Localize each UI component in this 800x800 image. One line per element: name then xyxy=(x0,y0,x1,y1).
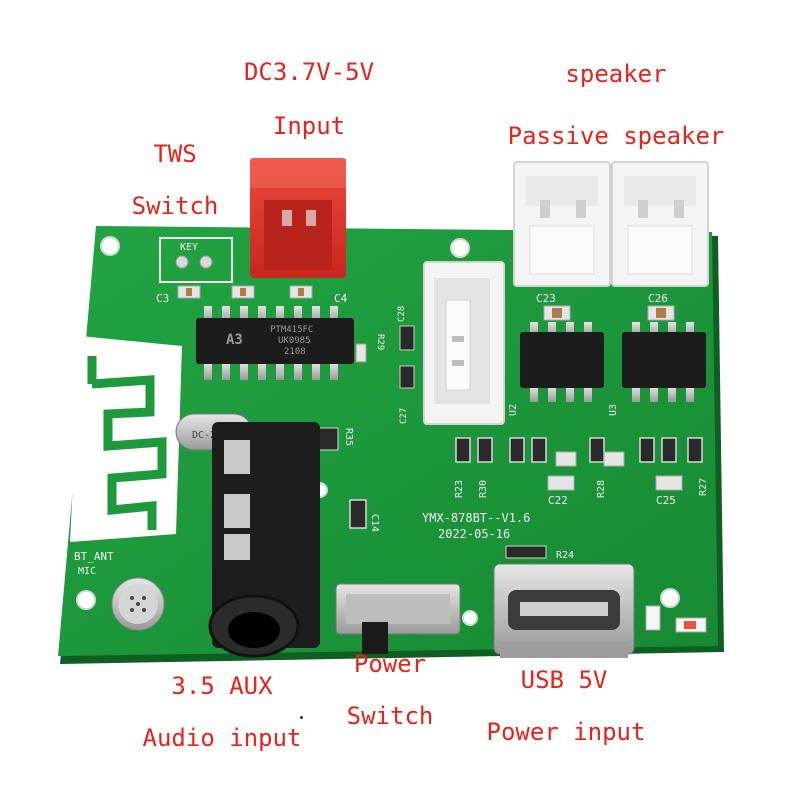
silk-bt-ant: BT_ANT xyxy=(74,550,114,563)
middle-connector xyxy=(423,261,505,425)
amp-chip-u2 xyxy=(520,322,604,402)
main-chip-logo: A3 xyxy=(226,332,243,348)
silk-c27: C27 xyxy=(399,408,409,424)
silk-r24: R24 xyxy=(556,550,574,561)
callout-usb: USB 5V xyxy=(520,666,608,694)
silk-mic: MIC xyxy=(78,566,96,577)
silk-model: YMX-878BT--V1.6 xyxy=(422,511,530,525)
main-chip-line1: PTM415FC xyxy=(270,325,313,335)
silk-r27: R27 xyxy=(698,478,709,496)
silk-date: 2022-05-16 xyxy=(438,527,510,541)
callout-power-switch: Switch xyxy=(346,702,434,730)
silk-c14: C14 xyxy=(369,514,380,532)
silk-key: KEY xyxy=(180,242,198,253)
silk-c23: C23 xyxy=(536,292,556,305)
stray-dot xyxy=(300,716,303,719)
callout-audio-input: Audio input xyxy=(142,724,302,752)
silk-c28: C28 xyxy=(397,306,407,322)
callout-tws: TWS xyxy=(153,140,197,168)
silk-r35: R35 xyxy=(343,428,354,446)
dc-input-connector xyxy=(250,158,346,278)
callout-tws-switch: Switch xyxy=(131,192,219,220)
silk-c4: C4 xyxy=(334,292,348,305)
usb-connector xyxy=(493,563,635,658)
callout-aux: 3.5 AUX xyxy=(171,672,273,700)
power-switch xyxy=(335,583,461,654)
silk-c3: C3 xyxy=(156,292,169,305)
callout-power: Power xyxy=(353,650,427,678)
silk-c26: C26 xyxy=(648,292,668,305)
amp-chip-u3 xyxy=(622,322,706,402)
crystal-label: DC-26M xyxy=(192,430,228,441)
main-chip-line2: UK0985 xyxy=(278,336,311,346)
silk-c22: C22 xyxy=(548,494,568,507)
callout-passive-speaker: Passive speaker xyxy=(507,122,725,150)
callout-dc-input: Input xyxy=(272,112,346,140)
main-chip-line3: 2108 xyxy=(284,347,306,357)
silk-r29: R29 xyxy=(375,334,385,350)
silk-u3: U3 xyxy=(608,404,619,416)
silk-r30: R30 xyxy=(478,480,489,498)
audio-jack xyxy=(208,422,320,658)
silk-r28: R28 xyxy=(596,480,607,498)
callout-speaker: speaker xyxy=(565,60,667,88)
silk-c25: C25 xyxy=(656,494,676,507)
callout-dc-input-voltage: DC3.7V-5V xyxy=(243,58,375,86)
silk-r23: R23 xyxy=(454,480,465,498)
microphone xyxy=(111,577,165,631)
speaker-connector-left xyxy=(513,161,611,287)
main-chip: A3 PTM415FC UK0985 2108 xyxy=(196,306,354,380)
speaker-connector-right xyxy=(611,161,709,287)
silk-u2: U2 xyxy=(508,404,519,416)
bluetooth-antenna xyxy=(70,336,182,542)
callout-power-input: Power input xyxy=(486,718,646,746)
